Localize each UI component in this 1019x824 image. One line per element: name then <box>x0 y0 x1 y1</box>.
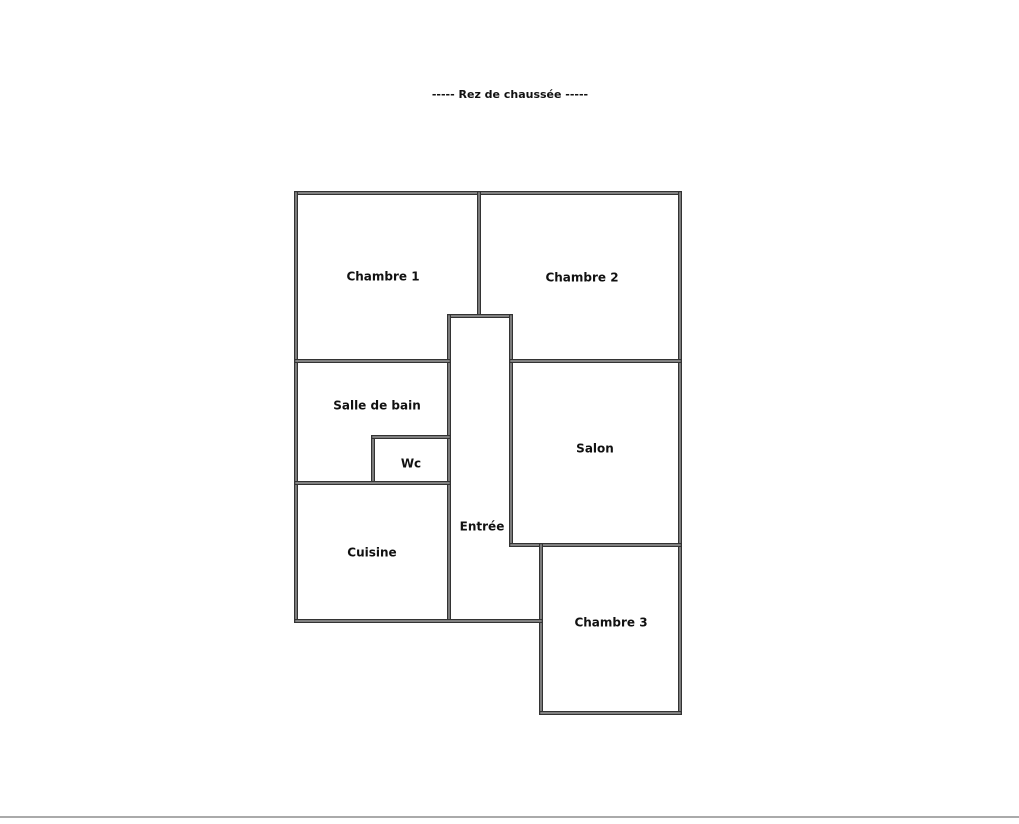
room-label-salle-de-bain: Salle de bain <box>333 399 421 413</box>
room-label-wc: Wc <box>401 457 421 471</box>
room-label-entree: Entrée <box>460 520 505 534</box>
floor-title: ----- Rez de chaussée ----- <box>432 88 588 101</box>
room-label-chambre-3: Chambre 3 <box>574 616 647 630</box>
room-label-cuisine: Cuisine <box>347 546 396 560</box>
room-label-chambre-2: Chambre 2 <box>545 271 618 285</box>
room-label-chambre-1: Chambre 1 <box>346 270 419 284</box>
room-label-salon: Salon <box>576 442 614 456</box>
walls <box>294 191 682 715</box>
